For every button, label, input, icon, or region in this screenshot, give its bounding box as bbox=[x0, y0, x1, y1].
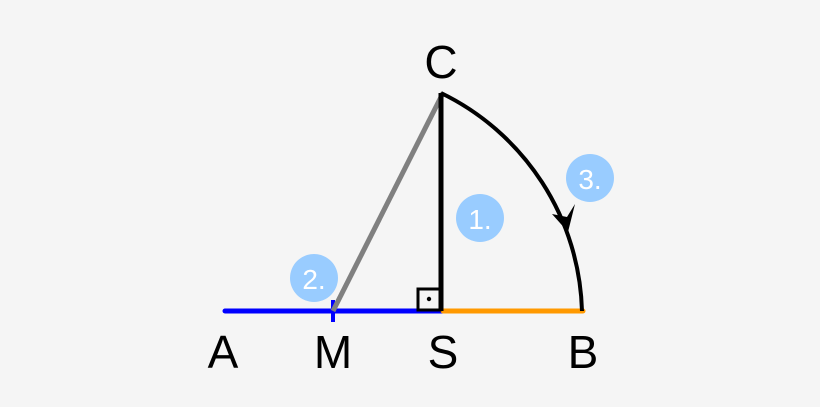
step-badge-3 bbox=[566, 154, 614, 202]
segment-mc bbox=[330, 91, 446, 313]
step-label-2: 2. bbox=[302, 264, 325, 295]
point-label-s: S bbox=[428, 326, 459, 378]
point-label-b: B bbox=[568, 326, 599, 378]
right-angle-dot bbox=[426, 296, 432, 302]
right-angle-mark bbox=[416, 287, 442, 312]
step-badge-2 bbox=[290, 254, 338, 302]
step-badge-1 bbox=[456, 194, 504, 242]
arc-arrow-icon bbox=[552, 204, 575, 232]
point-label-m: M bbox=[314, 326, 352, 378]
point-label-c: C bbox=[424, 36, 457, 88]
step-label-1: 1. bbox=[468, 204, 491, 235]
point-label-a: A bbox=[208, 326, 239, 378]
arc-c-to-b bbox=[440, 91, 584, 312]
step-label-3: 3. bbox=[578, 164, 601, 195]
